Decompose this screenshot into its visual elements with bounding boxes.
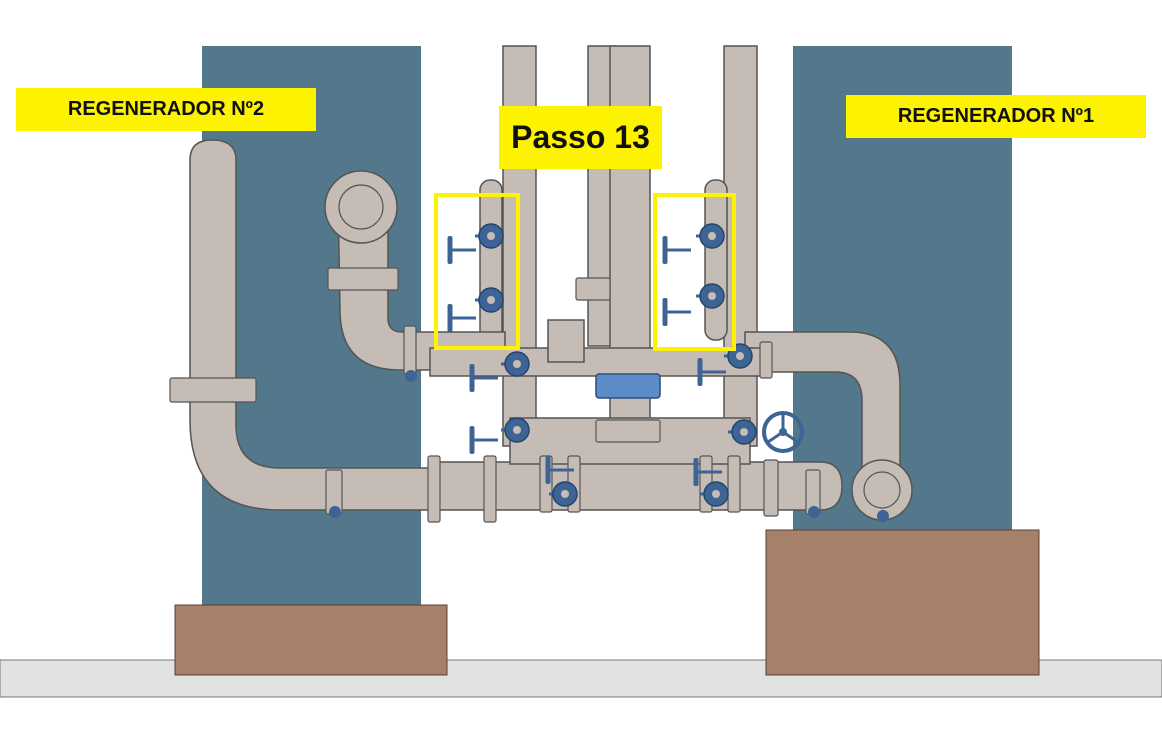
hand-wheel: [762, 411, 804, 453]
vertical-pipe: [704, 179, 728, 341]
vertical-pipe: [479, 179, 503, 341]
regenerator-2-base: [174, 604, 448, 676]
flange-right: [851, 459, 913, 521]
regenerator-1-base: [765, 529, 1040, 676]
step-label: Passo 13: [499, 106, 662, 169]
highlight-right: [653, 193, 736, 351]
regenerator-2-label: REGENERADOR Nº2: [16, 88, 316, 131]
pipe-elbow-left: [189, 139, 433, 511]
valves-misc: [329, 342, 889, 522]
coupling-block: [595, 373, 661, 399]
flange-left: [324, 170, 398, 244]
pipe-branch: [547, 319, 585, 363]
regenerator-1-label: REGENERADOR Nº1: [846, 95, 1146, 138]
highlight-left: [434, 193, 520, 350]
vertical-pipe: [723, 45, 758, 447]
